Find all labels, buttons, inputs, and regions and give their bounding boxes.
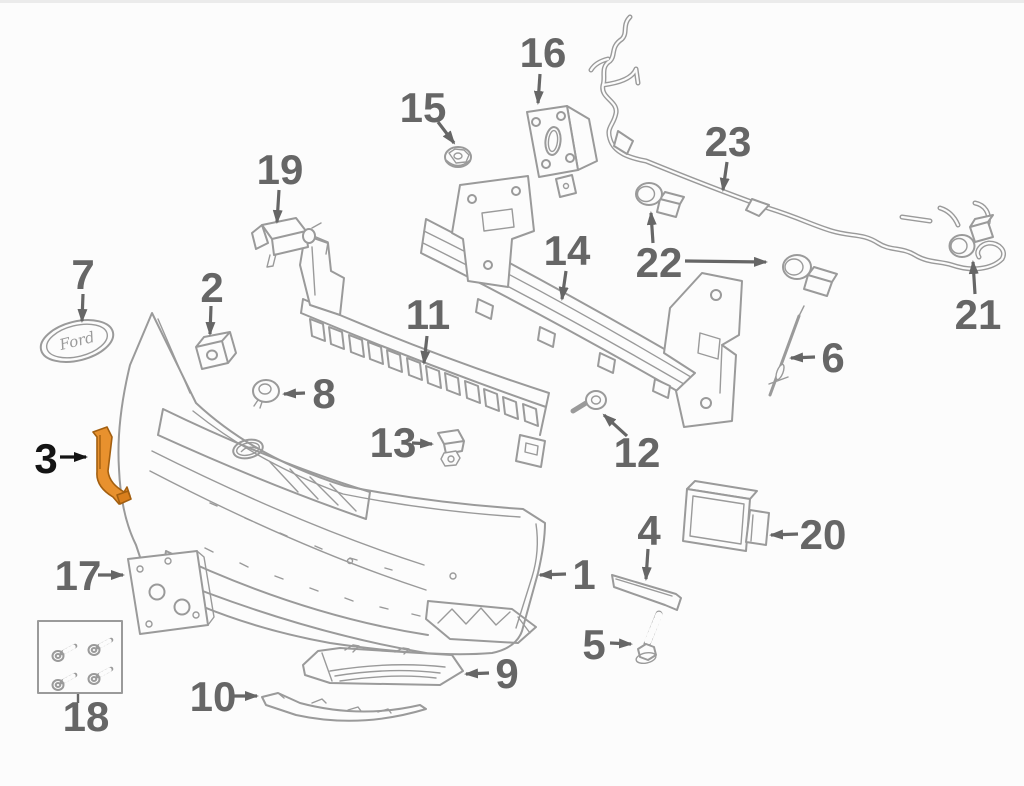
- callout-22-label: 22: [636, 239, 683, 286]
- callout-18-label: 18: [63, 693, 110, 740]
- part-8-push-nut-artwork: [252, 379, 280, 409]
- callout-1-label: 1: [572, 551, 595, 598]
- callout-4-label: 4: [637, 507, 661, 554]
- callout-7-label: 7: [71, 251, 94, 298]
- part-15-flange-nut-artwork: [444, 146, 472, 168]
- part-14-reinforcement-beam-artwork: [420, 174, 743, 428]
- part-22-parking-sensors-artwork: [635, 182, 838, 297]
- callout-5-arrow: [609, 638, 633, 649]
- callout-12: 12: [602, 413, 661, 476]
- callout-16-label: 16: [520, 29, 567, 76]
- callout-13-arrow: [411, 438, 434, 449]
- callout-23: 23: [705, 118, 752, 192]
- callout-6-label: 6: [821, 334, 844, 381]
- part-2-clip-artwork: [195, 331, 237, 370]
- part-5-bolt-artwork: [635, 610, 663, 665]
- diagram-canvas: Ford: [34, 3, 1024, 740]
- callout-11: 11: [406, 291, 450, 365]
- callout-22-arrow: [646, 211, 657, 244]
- callout-13: 13: [370, 419, 434, 466]
- callout-12-arrow: [602, 413, 629, 438]
- callout-20-arrow: [769, 529, 799, 540]
- callout-22-arrow: [684, 256, 768, 267]
- part-21-sensor-artwork: [948, 214, 994, 258]
- callout-6-arrow: [789, 352, 816, 363]
- callout-4: 4: [637, 507, 661, 581]
- part-17-license-bracket-artwork: [127, 550, 215, 635]
- callout-21-arrow: [968, 260, 979, 295]
- callout-16: 16: [520, 29, 567, 105]
- callout-6: 6: [789, 334, 845, 381]
- callout-19: 19: [257, 146, 304, 224]
- callout-20: 20: [769, 511, 847, 558]
- callout-22: 22: [636, 211, 768, 286]
- part-19-sensor-bracket-artwork: [251, 217, 322, 268]
- callout-21: 21: [955, 260, 1002, 338]
- callout-2-label: 2: [200, 264, 223, 311]
- part-16-bracket-plate-artwork: [526, 105, 598, 178]
- callout-7: 7: [71, 251, 95, 323]
- callout-23-label: 23: [705, 118, 752, 165]
- callout-15-label: 15: [400, 84, 447, 131]
- callout-8-arrow: [282, 388, 306, 399]
- callout-4-arrow: [641, 548, 652, 581]
- callout-21-label: 21: [955, 291, 1002, 338]
- callout-23-arrow: [719, 161, 730, 192]
- callout-10-label: 10: [190, 673, 237, 720]
- callout-3: 3: [34, 435, 88, 482]
- callout-20-label: 20: [800, 511, 847, 558]
- callout-9-arrow: [464, 668, 490, 679]
- callout-19-arrow: [272, 189, 283, 224]
- callout-2-arrow: [205, 305, 216, 336]
- callout-14: 14: [544, 227, 591, 301]
- callout-2: 2: [200, 264, 224, 336]
- callout-14-arrow: [558, 270, 569, 301]
- callout-1-arrow: [538, 569, 567, 580]
- part-9-fog-bezel-artwork: [302, 644, 464, 686]
- callout-1: 1: [538, 551, 596, 598]
- part-20-radar-module-artwork: [682, 480, 770, 552]
- part-6-pin-artwork: [768, 305, 805, 397]
- callout-9: 9: [464, 650, 519, 697]
- callout-3-label: 3: [34, 435, 57, 482]
- ford-emblem-text: Ford: [57, 328, 97, 354]
- callout-15: 15: [400, 84, 456, 145]
- callout-8: 8: [282, 370, 336, 417]
- part-13-clip-artwork: [437, 429, 465, 467]
- part-23-harness-artwork: [591, 17, 1004, 269]
- callout-8-label: 8: [312, 370, 335, 417]
- callout-7-arrow: [77, 293, 88, 323]
- part-7-ford-emblem-artwork: Ford: [39, 319, 115, 363]
- callout-17: 17: [55, 552, 125, 599]
- callout-16-arrow: [533, 73, 544, 105]
- callout-17-label: 17: [55, 552, 102, 599]
- callout-15-arrow: [436, 121, 456, 145]
- callout-5: 5: [582, 621, 633, 668]
- callout-19-label: 19: [257, 146, 304, 193]
- part-4-bracket-strip-artwork: [611, 574, 682, 611]
- callout-11-arrow: [420, 335, 431, 365]
- callout-13-label: 13: [370, 419, 417, 466]
- callout-10: 10: [190, 673, 259, 720]
- part-18-screw-kit-artwork: [37, 620, 123, 694]
- callout-9-label: 9: [495, 650, 518, 697]
- callout-14-label: 14: [544, 227, 591, 274]
- part-12-screw-artwork: [570, 390, 607, 414]
- callout-18: 18: [63, 693, 110, 740]
- callout-11-label: 11: [406, 291, 450, 338]
- callout-12-label: 12: [614, 429, 661, 476]
- callout-5-label: 5: [582, 621, 605, 668]
- part-3-highlighted-bracket-artwork: [92, 426, 132, 505]
- part-10-trim-strip-artwork: [261, 692, 427, 722]
